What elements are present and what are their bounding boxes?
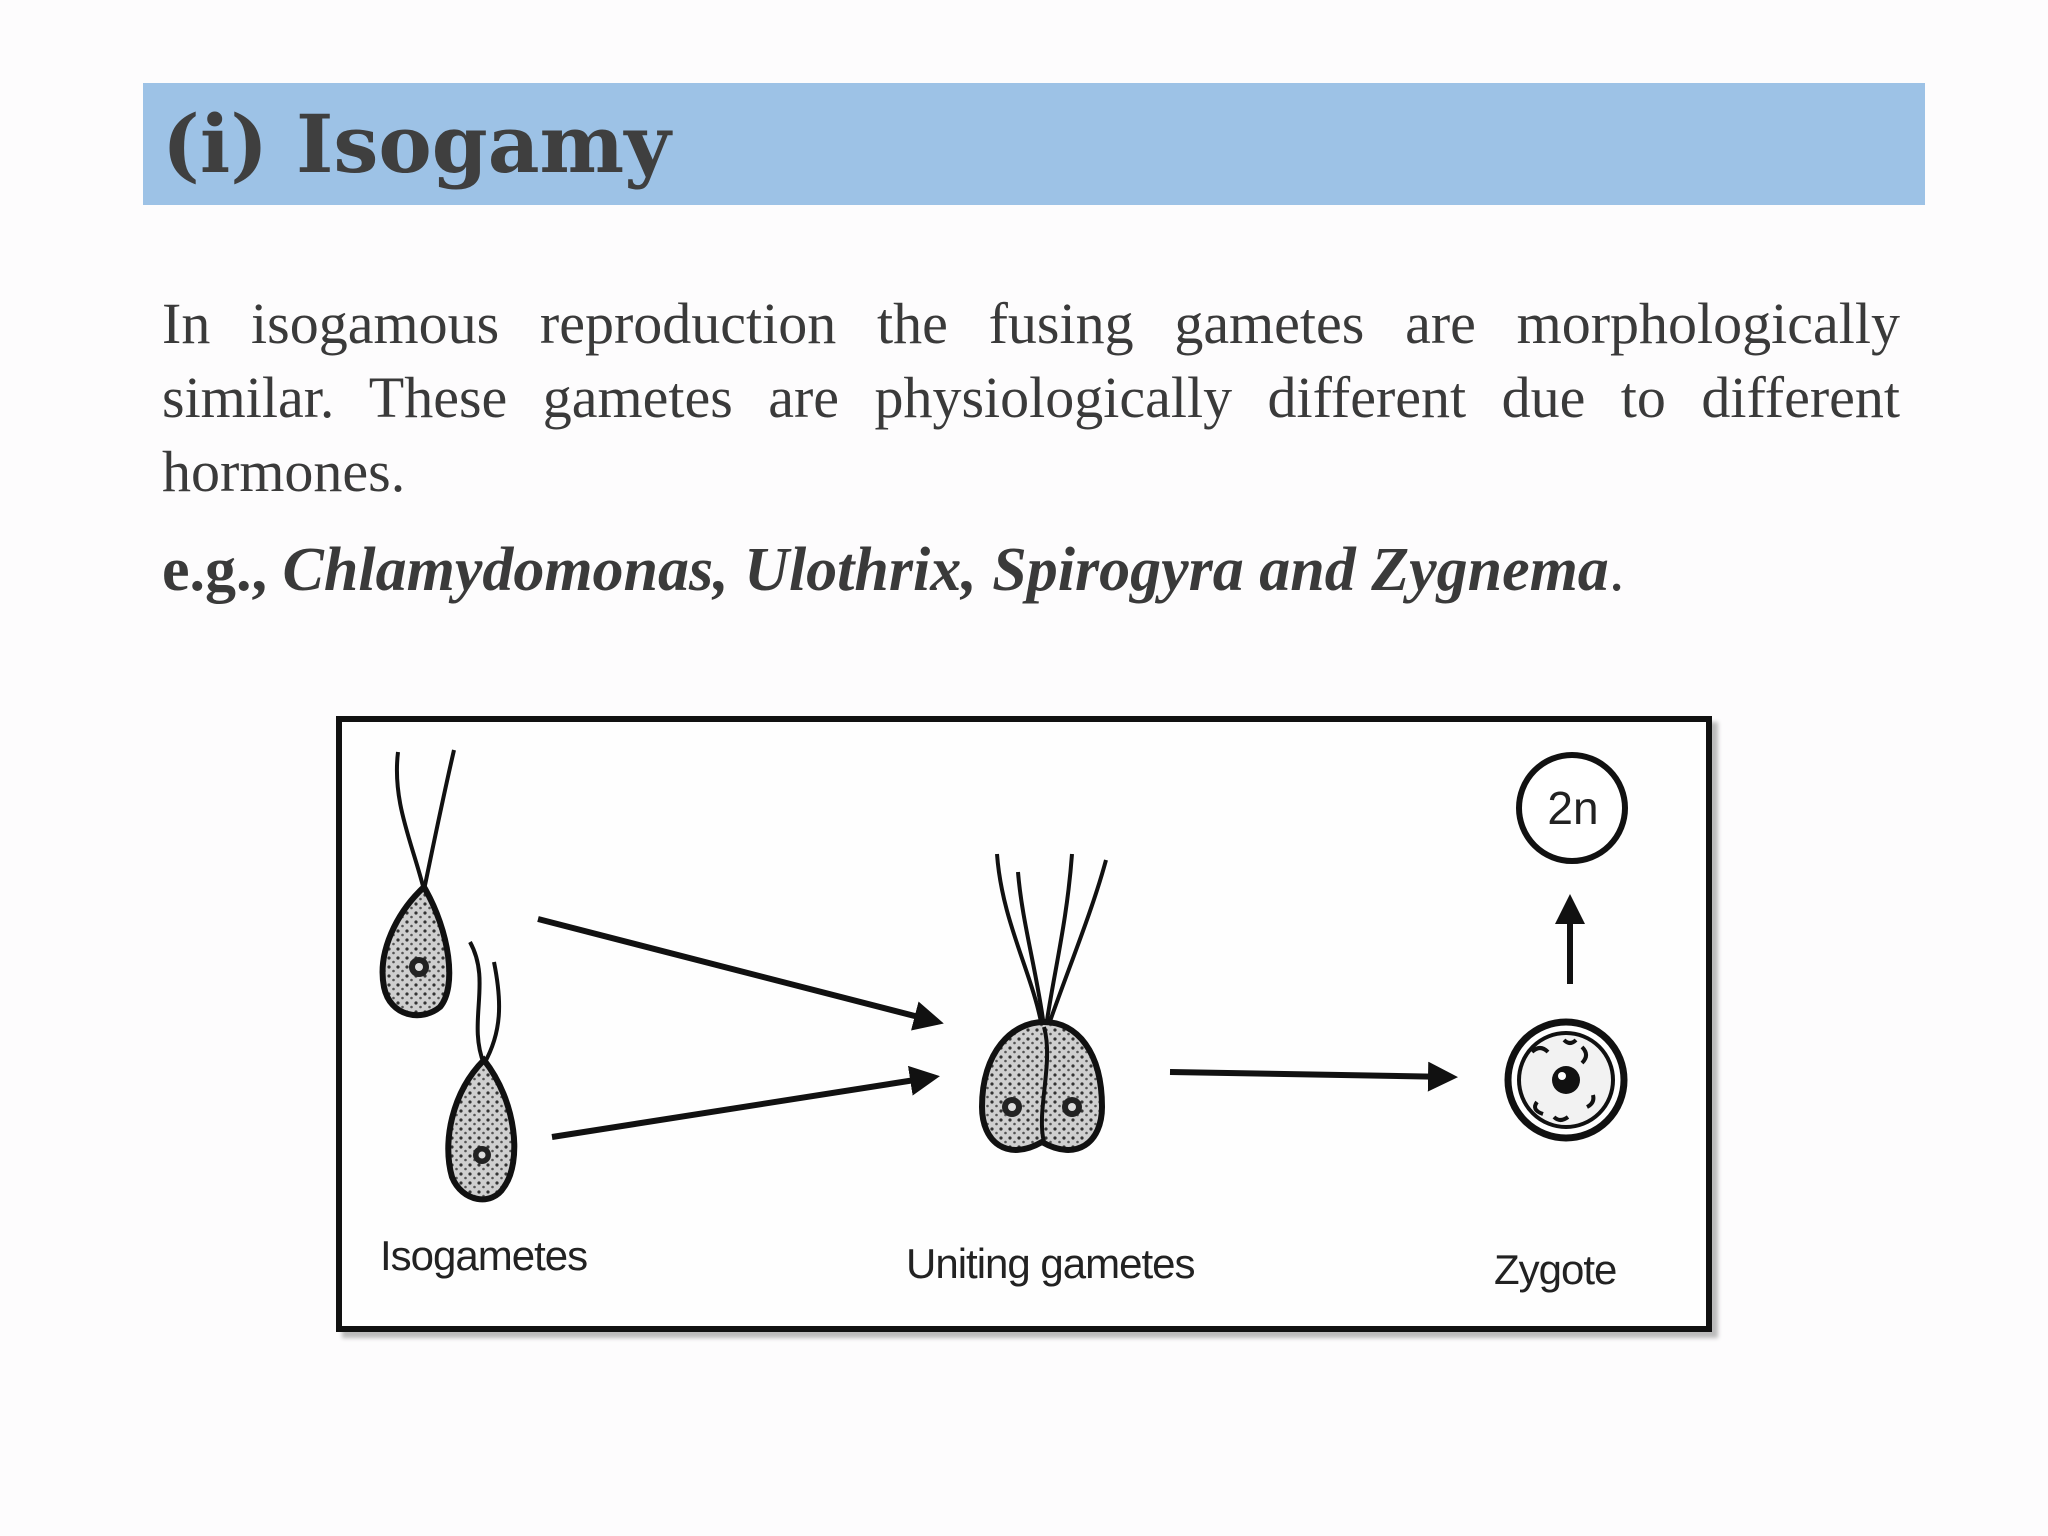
slide-title: (i) Isogamy <box>162 97 671 191</box>
ploidy-label: 2n <box>1547 782 1598 834</box>
example-suffix: . <box>1608 536 1625 604</box>
title-bar: (i) Isogamy <box>143 83 1925 205</box>
isogamete-bottom <box>445 941 518 1203</box>
label-uniting-gametes: Uniting gametes <box>906 1240 1195 1287</box>
zygote-cell <box>1504 1018 1628 1142</box>
example-label: e.g., <box>162 536 283 604</box>
body-paragraph: In isogamous reproduction the fusing gam… <box>162 291 1900 504</box>
diagram-drawing: 2n <box>379 749 1628 1203</box>
isogamete-top <box>379 749 456 1019</box>
ploidy-circle <box>1516 752 1628 864</box>
label-isogametes: Isogametes <box>380 1232 588 1279</box>
example-line: e.g., Chlamydomonas, Ulothrix, Spirogyra… <box>162 530 1624 610</box>
label-zygote: Zygote <box>1494 1246 1617 1293</box>
isogamy-diagram: 2n Isogametes Uniting gametes Zygote <box>336 716 1712 1332</box>
arrow-bottom-to-uniting <box>551 1065 940 1140</box>
arrow-top-to-uniting <box>537 916 944 1031</box>
arrow-uniting-to-zygote <box>1169 1061 1458 1092</box>
uniting-gametes <box>978 853 1108 1153</box>
example-species: Chlamydomonas, Ulothrix, Spirogyra and Z… <box>282 536 1609 604</box>
